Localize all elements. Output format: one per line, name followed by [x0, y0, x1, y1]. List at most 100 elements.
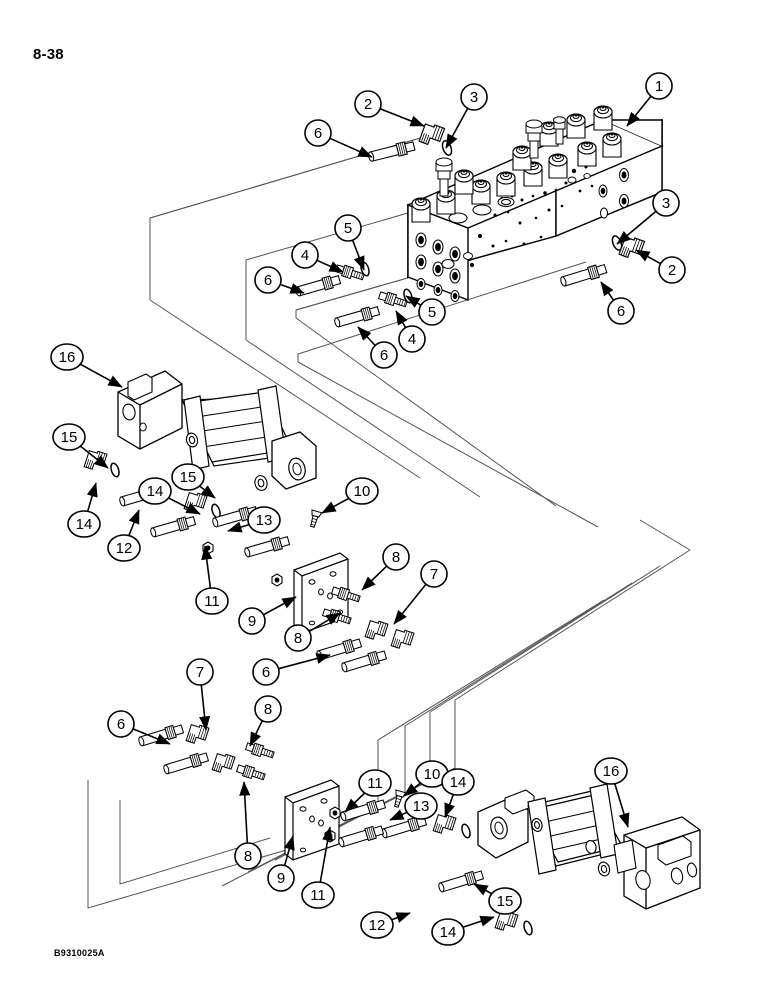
callout-balloon — [460, 83, 488, 111]
callout-15: 15 — [171, 463, 216, 499]
callout-leader — [616, 210, 657, 245]
callout-leader — [391, 912, 411, 923]
callout-13: 13 — [227, 506, 281, 534]
callout-balloon — [370, 341, 398, 369]
callout-balloon — [334, 214, 362, 242]
callout-number: 6 — [380, 347, 388, 364]
callout-number: 14 — [450, 774, 467, 791]
callout-leader — [600, 281, 615, 301]
callout-number: 9 — [248, 613, 256, 630]
callout-number: 16 — [603, 763, 620, 780]
callout-number: 5 — [428, 304, 436, 321]
callout-leader — [279, 283, 305, 294]
callout-leader — [445, 108, 469, 149]
callout-6: 6 — [357, 326, 398, 369]
callout-balloon — [607, 297, 635, 325]
callout-leader — [316, 259, 344, 273]
callout-leader — [168, 497, 201, 515]
callout-number: 15 — [497, 893, 514, 910]
callout-balloon — [431, 918, 465, 946]
callout-number: 3 — [470, 89, 478, 106]
nut-11c — [329, 806, 341, 820]
callout-leader — [86, 482, 98, 512]
o-ring-top-left — [441, 140, 453, 156]
callout-balloon — [238, 607, 266, 635]
callout-6: 6 — [304, 119, 373, 158]
callout-balloon — [254, 266, 282, 294]
callout-3: 3 — [616, 189, 680, 245]
callout-leader — [308, 612, 341, 633]
callout-leader — [393, 583, 427, 625]
callout-balloon — [52, 423, 86, 451]
callout-number: 13 — [413, 798, 430, 815]
callout-number: 6 — [264, 272, 272, 289]
callout-5: 5 — [334, 214, 365, 271]
hose-top-left — [366, 139, 416, 164]
callout-4: 4 — [291, 241, 344, 273]
callout-number: 7 — [196, 664, 204, 681]
callout-number: 14 — [440, 924, 457, 941]
callout-6: 6 — [254, 266, 305, 294]
callout-7: 7 — [393, 560, 448, 625]
nut-11d — [324, 829, 336, 843]
callout-6: 6 — [252, 653, 331, 686]
callout-leader — [263, 596, 297, 616]
callout-number: 9 — [277, 870, 285, 887]
page-number: 8-38 — [33, 46, 64, 63]
callout-balloon — [488, 887, 522, 915]
callout-14: 14 — [67, 482, 101, 538]
callout-balloon — [404, 792, 438, 820]
o-ring-15d — [523, 920, 533, 936]
callout-leader — [635, 249, 661, 265]
callout-5: 5 — [405, 295, 446, 326]
callout-number: 7 — [430, 566, 438, 583]
callout-number: 8 — [294, 630, 302, 647]
callout-10: 10 — [321, 477, 379, 514]
callout-number: 11 — [367, 775, 383, 792]
drawing-number: B9310025A — [54, 948, 105, 958]
callout-number: 2 — [668, 262, 676, 279]
callout-number: 4 — [408, 331, 416, 348]
callout-balloon — [382, 543, 410, 571]
callout-7: 7 — [186, 658, 214, 731]
callout-number: 13 — [256, 512, 273, 529]
callout-number: 8 — [244, 848, 252, 865]
callout-balloon — [354, 90, 382, 118]
callout-balloon — [358, 769, 392, 797]
callout-3: 3 — [445, 83, 488, 149]
bracket-plate-9b — [284, 779, 340, 861]
cap-screw-10a — [310, 509, 323, 528]
callout-leader — [462, 915, 495, 928]
callout-9: 9 — [238, 596, 297, 635]
callout-balloon — [171, 463, 205, 491]
callout-leader — [319, 826, 334, 883]
callout-2: 2 — [635, 249, 686, 284]
callout-number: 8 — [264, 701, 272, 718]
callout-8: 8 — [361, 543, 410, 591]
callout-balloon — [267, 864, 295, 892]
callout-leader — [201, 545, 213, 589]
elbow-fitting-14b — [183, 490, 208, 515]
callout-balloon — [247, 506, 281, 534]
callout-leader — [199, 485, 216, 499]
callout-balloon — [234, 842, 262, 870]
callout-leader — [283, 835, 295, 866]
callout-leader — [344, 792, 366, 813]
callout-11: 11 — [195, 545, 229, 615]
callout-number: 12 — [116, 540, 133, 557]
callout-number: 11 — [310, 887, 326, 904]
o-ring-15c — [461, 823, 471, 839]
callout-number: 8 — [392, 549, 400, 566]
callout-leader — [79, 445, 109, 469]
callout-number: 14 — [147, 483, 164, 500]
callout-leader — [249, 720, 264, 747]
callout-14: 14 — [431, 915, 495, 946]
callout-number: 10 — [354, 483, 371, 500]
callout-balloon — [652, 189, 680, 217]
callout-12: 12 — [360, 911, 411, 939]
callout-balloon — [67, 510, 101, 538]
valve-manifold-assembly — [406, 105, 664, 302]
elbow-7a — [364, 618, 389, 643]
